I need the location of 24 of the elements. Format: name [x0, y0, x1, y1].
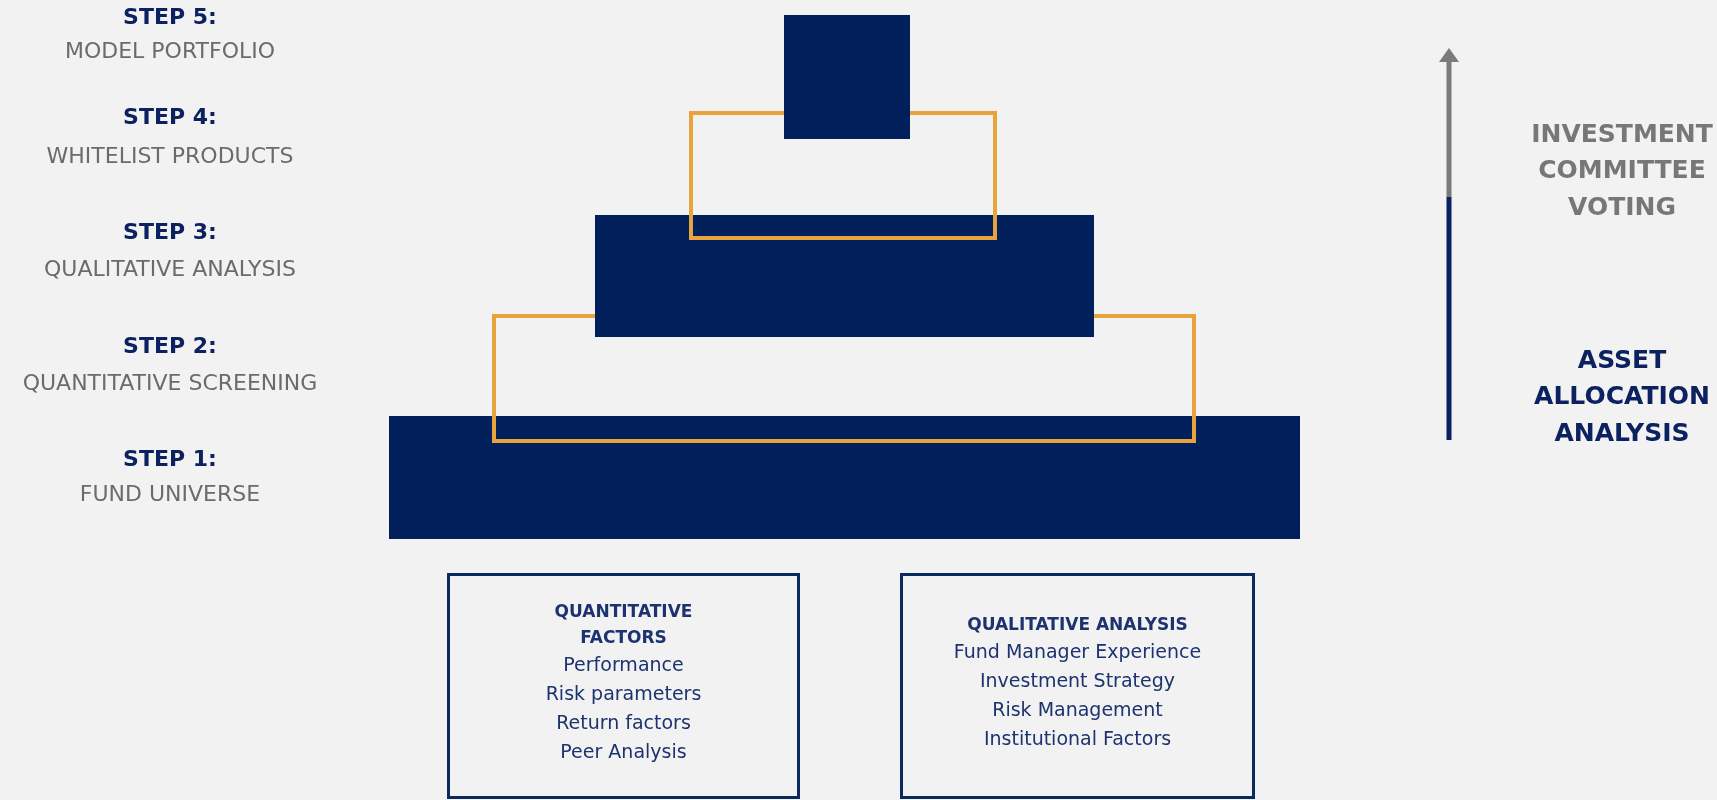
factor-item: Performance: [563, 652, 684, 677]
card-heading: QUALITATIVE ANALYSIS: [967, 613, 1188, 636]
step-number: STEP 4:: [123, 104, 217, 129]
step-number: STEP 3:: [123, 219, 217, 244]
card-heading: QUANTITATIVE FACTORS: [553, 600, 694, 649]
side-label: ASSET ALLOCATION ANALYSIS: [1533, 344, 1711, 449]
step-number: STEP 5:: [123, 4, 217, 29]
side-label: INVESTMENT COMMITTEE VOTING: [1530, 118, 1714, 223]
factor-item: Return factors: [556, 710, 691, 735]
step-label: WHITELIST PRODUCTS: [46, 143, 294, 168]
factor-item: Institutional Factors: [983, 726, 1172, 751]
step-label: FUND UNIVERSE: [79, 481, 261, 506]
step-label: QUALITATIVE ANALYSIS: [44, 256, 296, 281]
step-number: STEP 2:: [123, 333, 217, 358]
factor-item: Risk Management: [992, 697, 1163, 722]
factor-item: Fund Manager Experience: [953, 639, 1202, 664]
step-number: STEP 1:: [123, 446, 217, 471]
factor-item: Risk parameters: [545, 681, 702, 706]
factor-card: [447, 573, 800, 799]
factor-item: Investment Strategy: [979, 668, 1176, 693]
factor-card: [900, 573, 1255, 799]
step-label: MODEL PORTFOLIO: [64, 38, 276, 63]
factor-item: Peer Analysis: [560, 739, 687, 764]
step-label: QUANTITATIVE SCREENING: [22, 370, 318, 395]
